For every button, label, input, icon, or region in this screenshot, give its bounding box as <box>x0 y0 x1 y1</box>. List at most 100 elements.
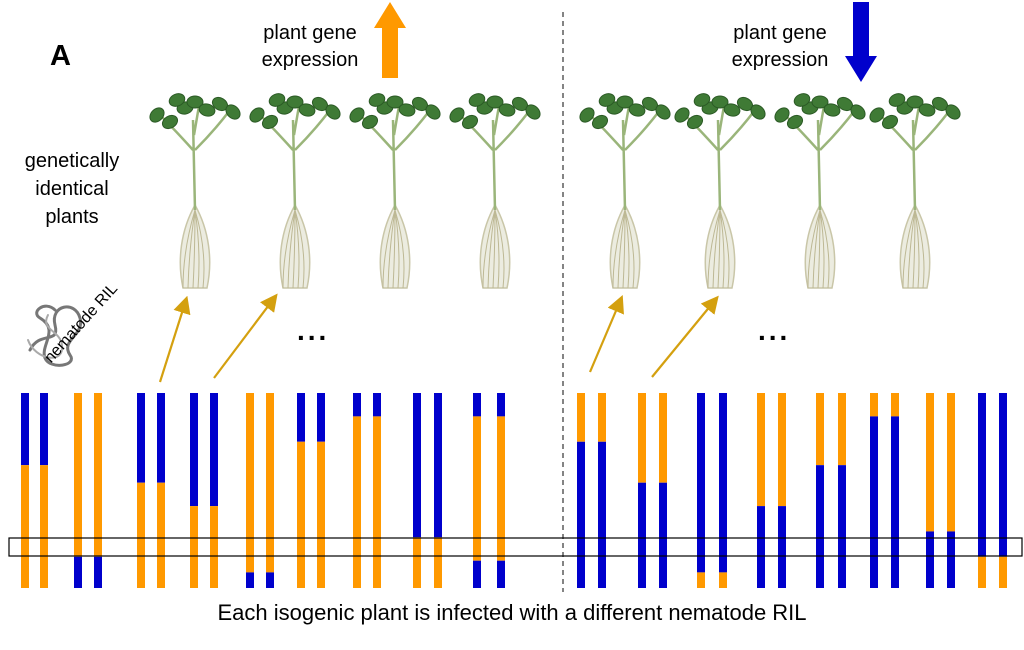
ril-chromosome <box>757 393 765 588</box>
ril-chromosome <box>94 393 102 588</box>
ril-chromosome <box>638 393 646 588</box>
ril-chromosome <box>266 393 274 588</box>
down-arrow-icon <box>845 2 877 82</box>
panel-label: A <box>50 40 71 72</box>
ril-chromosome <box>816 393 824 588</box>
chromosome-segment-blue <box>978 393 986 557</box>
chromosome-segment-orange <box>947 393 955 532</box>
ril-chromosome <box>870 393 878 588</box>
chromosome-segment-orange <box>94 393 102 557</box>
chromosome-segment-orange <box>757 393 765 507</box>
chromosome-segment-blue <box>157 393 165 483</box>
chromosome-segment-orange <box>719 572 727 588</box>
chromosome-segment-orange <box>497 416 505 561</box>
label-line: identical <box>35 178 109 200</box>
chromosome-segment-blue <box>497 560 505 588</box>
chromosome-segment-orange <box>21 465 29 588</box>
chromosome-segment-blue <box>94 556 102 588</box>
ril-chromosome <box>778 393 786 588</box>
chromosome-segment-orange <box>190 506 198 588</box>
chromosome-segment-blue <box>137 393 145 483</box>
label-line: plant gene <box>733 22 827 44</box>
chromosome-segment-blue <box>757 506 765 588</box>
ril-chromosome <box>719 393 727 588</box>
infection-arrow <box>213 293 278 379</box>
chromosome-segment-blue <box>413 393 421 538</box>
chromosome-segment-blue <box>926 531 934 588</box>
chromosome-segment-blue <box>473 393 481 417</box>
ril-chromosome <box>659 393 667 588</box>
chromosome-segment-blue <box>373 393 381 417</box>
chromosome-segment-blue <box>497 393 505 417</box>
chromosome-segment-blue <box>659 482 667 588</box>
ril-chromosome <box>577 393 585 588</box>
plant-icon <box>349 93 441 289</box>
chromosome-segment-blue <box>577 441 585 588</box>
ril-chromosome <box>353 393 361 588</box>
chromosome-segment-blue <box>210 393 218 507</box>
chromosome-segment-blue <box>816 465 824 588</box>
plant-icon <box>249 93 341 289</box>
chromosome-segment-orange <box>999 556 1007 588</box>
infection-arrow <box>158 295 191 383</box>
chromosome-segment-orange <box>434 537 442 588</box>
plant-icon <box>579 93 671 289</box>
chromosome-segment-blue <box>434 393 442 538</box>
ril-chromosome <box>190 393 198 588</box>
chromosome-segment-orange <box>413 537 421 588</box>
chromosome-segment-blue <box>947 531 955 588</box>
chromosome-segment-orange <box>157 482 165 588</box>
chromosome-segment-orange <box>577 393 585 442</box>
chromosome-segment-orange <box>246 393 254 573</box>
chromosome-segment-orange <box>373 416 381 588</box>
chromosome-segment-blue <box>598 441 606 588</box>
chromosome-segment-orange <box>317 441 325 588</box>
chromosome-segment-orange <box>598 393 606 442</box>
chromosome-segment-blue <box>190 393 198 507</box>
chromosome-segment-blue <box>317 393 325 442</box>
ellipsis-right: ... <box>758 315 791 346</box>
plants-label: genetically identical plants <box>2 147 142 231</box>
plant-icon <box>149 93 241 289</box>
ril-chromosome <box>21 393 29 588</box>
ril-chromosome <box>947 393 955 588</box>
chromosome-segment-orange <box>297 441 305 588</box>
chromosome-segment-orange <box>778 393 786 507</box>
expression-up-label: plant gene expression <box>230 20 390 74</box>
chromosome-segment-blue <box>697 393 705 573</box>
infection-arrows <box>158 293 719 383</box>
label-line: plant gene <box>263 22 357 44</box>
ril-chromosome <box>40 393 48 588</box>
figure-caption: Each isogenic plant is infected with a d… <box>217 600 807 625</box>
up-arrow-icon <box>374 2 406 78</box>
ellipsis-left: ... <box>297 315 330 346</box>
label-line: genetically <box>24 150 120 172</box>
ril-chromosome <box>297 393 305 588</box>
chromosome-segment-blue <box>246 572 254 588</box>
ril-chromosome <box>210 393 218 588</box>
ril-chromosome <box>74 393 82 588</box>
label-line: expression <box>261 49 359 71</box>
chromosome-segment-blue <box>21 393 29 466</box>
ril-chromosome <box>373 393 381 588</box>
ril-chromosome <box>697 393 705 588</box>
qtl-highlight-box <box>8 537 1023 557</box>
chromosome-segment-blue <box>353 393 361 417</box>
plant-icon <box>774 93 866 289</box>
label-line: expression <box>731 49 829 71</box>
ril-chromosomes <box>21 393 1007 588</box>
chromosome-segment-orange <box>978 556 986 588</box>
ril-chromosome <box>598 393 606 588</box>
plant-icon <box>674 93 766 289</box>
plant-icon <box>449 93 541 289</box>
chromosome-segment-blue <box>40 393 48 466</box>
ril-chromosome <box>926 393 934 588</box>
ril-chromosome <box>157 393 165 588</box>
nematode-icon <box>27 304 83 367</box>
chromosome-segment-orange <box>816 393 824 466</box>
chromosome-segment-blue <box>473 560 481 588</box>
ril-chromosome <box>999 393 1007 588</box>
chromosome-segment-orange <box>638 393 646 483</box>
chromosome-segment-blue <box>891 416 899 588</box>
